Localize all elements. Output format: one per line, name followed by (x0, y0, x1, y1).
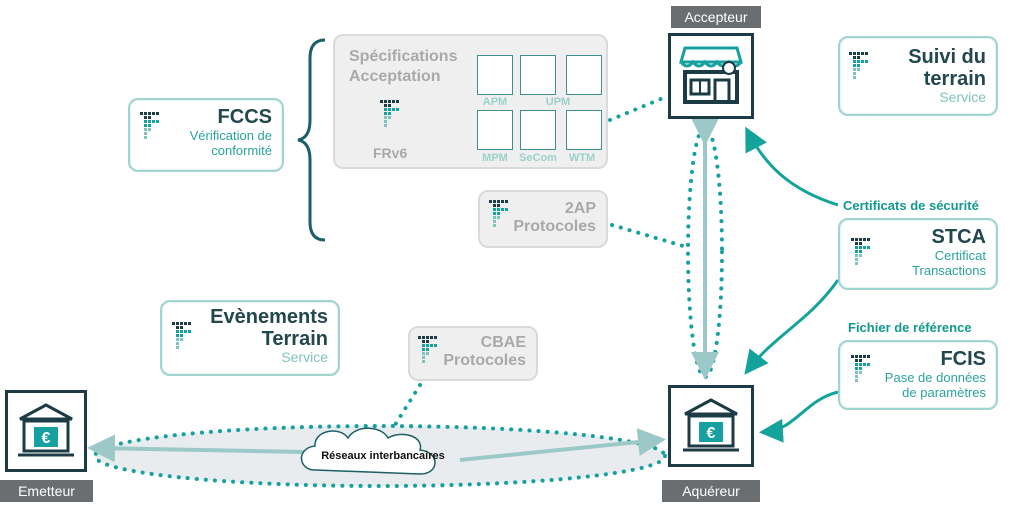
fccs-sub2: conformité (211, 143, 272, 158)
cbae-title1: CBAE (480, 334, 526, 351)
suivi-box: Suivi du terrain Service (838, 36, 998, 116)
fichier-label: Fichier de référence (848, 320, 972, 335)
logo-icon (380, 100, 404, 128)
net-arrow-left (87, 434, 306, 463)
logo-icon (849, 52, 873, 80)
terminal-icon (520, 110, 556, 150)
stca-to-accepteur-arrow (745, 126, 839, 207)
fcis-box: FCIS Pase de données de paramètres (838, 340, 998, 410)
evenements-sub: Service (281, 349, 328, 365)
shop-icon (668, 33, 754, 119)
fccs-box: FCCS Vérification de conformité (128, 98, 284, 172)
reseaux-label: Réseaux interbancaires (321, 450, 445, 462)
evenements-title1: Evènements (210, 306, 328, 328)
evenements-title2: Terrain (261, 328, 328, 350)
logo-icon (489, 200, 513, 228)
fccs-title: FCCS (217, 106, 272, 128)
stca-sub1: Certificat (934, 248, 986, 263)
logo-icon (418, 336, 442, 364)
fcis-to-acquereur-arrow (759, 390, 839, 443)
twoap-title1: 2AP (564, 200, 596, 217)
logo-icon (172, 322, 196, 350)
terminal-icon (520, 55, 556, 95)
terminal-icon (566, 55, 602, 95)
stca-box: STCA Certificat Transactions (838, 218, 998, 290)
cloud-icon (300, 427, 436, 475)
stca-to-acquereur-arrow (744, 279, 840, 375)
brace (297, 38, 326, 242)
cert-label: Certificats de sécurité (843, 198, 979, 213)
acquereur-label: Aquéreur (662, 480, 760, 502)
terminal-label-upm: UPM (545, 96, 571, 108)
logo-icon (851, 355, 875, 383)
evenements-box: Evènements Terrain Service (160, 300, 340, 376)
accepteur-label: Accepteur (671, 6, 761, 28)
logo-icon (851, 238, 875, 266)
cbae-title2: Protocoles (443, 352, 526, 369)
stca-title: STCA (931, 226, 986, 248)
twoap-box: 2AP Protocoles (478, 190, 608, 248)
suivi-title1: Suivi du (908, 46, 986, 68)
fcis-sub1: Pase de données (884, 370, 986, 385)
specs-title1: Spécifications (349, 48, 458, 65)
cbae-box: CBAE Protocoles (408, 326, 538, 381)
suivi-title2: terrain (923, 68, 986, 90)
terminal-label-wtm: WTM (568, 152, 596, 164)
terminal-label-secom: SeCom (519, 152, 557, 164)
specs-title2: Acceptation (349, 68, 441, 85)
fcis-title: FCIS (940, 348, 986, 370)
net-arrow-right (459, 428, 666, 462)
terminal-icon (477, 110, 513, 150)
stca-sub2: Transactions (912, 263, 986, 278)
svg-text:€: € (42, 430, 51, 447)
suivi-sub: Service (939, 89, 986, 105)
emetteur-label: Emetteur (0, 480, 93, 502)
fcis-sub2: de paramètres (902, 385, 986, 400)
specs-frv6: FRv6 (373, 145, 408, 161)
bank-euro-icon: € (5, 390, 87, 472)
bank-euro-icon: € (668, 385, 754, 467)
specs-box: Spécifications Acceptation FRv6 (333, 34, 608, 169)
logo-icon (140, 112, 164, 140)
terminal-label-mpm: MPM (482, 152, 508, 164)
twoap-title2: Protocoles (513, 218, 596, 235)
terminal-icon (477, 55, 513, 95)
svg-text:€: € (707, 425, 716, 442)
terminal-label-apm: APM (482, 96, 508, 108)
fccs-sub1: Vérification de (189, 128, 272, 143)
terminal-icon (566, 110, 602, 150)
